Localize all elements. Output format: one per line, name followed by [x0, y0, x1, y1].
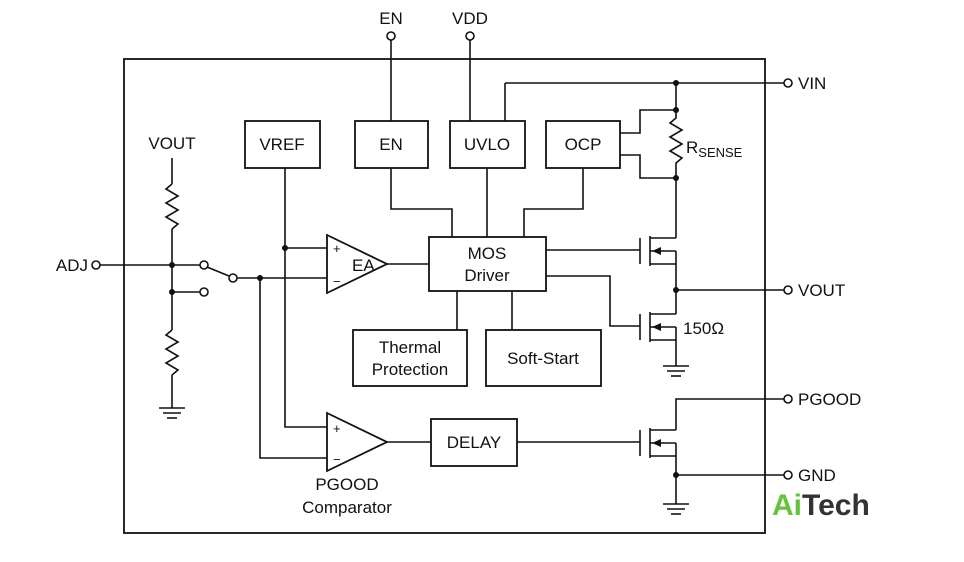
en-block-label: EN — [379, 135, 403, 154]
uvlo-block: UVLO — [449, 120, 526, 169]
delay-label: DELAY — [447, 433, 502, 452]
ocp-label: OCP — [565, 135, 602, 154]
comp-minus-sign: − — [333, 452, 341, 467]
ocp-sense-top-wire — [620, 109, 676, 134]
vin-pin-label: VIN — [798, 74, 826, 93]
error-amplifier: + − EA — [326, 233, 429, 295]
pgood-comparator: + − PGOOD Comparator — [302, 411, 431, 517]
rsense-label: RSENSE — [686, 138, 743, 160]
ground-symbol-discharge — [663, 365, 689, 377]
feedback-divider — [164, 158, 180, 408]
vout-right-label: VOUT — [798, 281, 845, 300]
vref-label: VREF — [259, 135, 304, 154]
comparator-label-line1: PGOOD — [315, 475, 378, 494]
vin-pin: VIN — [504, 74, 826, 121]
vdd-pin-label: VDD — [452, 9, 488, 28]
comparator-label-line2: Comparator — [302, 498, 392, 517]
ground-symbol-divider — [159, 407, 185, 419]
ea-minus-sign: − — [333, 274, 341, 289]
ea-plus-sign: + — [333, 241, 341, 256]
ocp-block: OCP — [545, 120, 621, 169]
vdd-pin: VDD — [452, 9, 488, 121]
ground-symbol-pgood — [663, 503, 689, 515]
aitech-watermark: AiTech — [772, 489, 870, 522]
vref-block: VREF — [244, 120, 321, 169]
pulldown-resistance-label: 150Ω — [683, 319, 724, 338]
mos-driver-line1: MOS — [468, 244, 507, 263]
thermal-line1: Thermal — [379, 338, 441, 357]
uvlo-label: UVLO — [464, 135, 510, 154]
en-pin: EN — [379, 9, 403, 121]
gnd-pin: GND — [676, 466, 836, 485]
vout-output-pin: VOUT — [673, 281, 845, 300]
pass-mosfet — [546, 178, 677, 290]
adj-label: ADJ — [56, 256, 88, 275]
en-to-driver-wire — [390, 168, 453, 237]
vref-to-comparator-wire — [284, 168, 327, 428]
feedback-to-comparator-wire — [259, 278, 327, 459]
mos-driver-block: MOS Driver — [428, 236, 547, 292]
en-block: EN — [354, 120, 429, 169]
delay-block: DELAY — [430, 418, 640, 467]
soft-start-label: Soft-Start — [507, 349, 579, 368]
rsense-resistor: RSENSE — [668, 83, 743, 181]
pgood-pin: PGOOD — [783, 390, 861, 409]
thermal-line2: Protection — [372, 360, 449, 379]
soft-start-block: Soft-Start — [485, 329, 602, 387]
en-pin-label: EN — [379, 9, 403, 28]
mos-driver-line2: Driver — [464, 266, 510, 285]
thermal-protection-block: Thermal Protection — [352, 329, 468, 387]
adj-pin: ADJ — [56, 256, 200, 275]
gnd-pin-label: GND — [798, 466, 836, 485]
ocp-to-driver-wire — [523, 168, 584, 237]
pgood-pin-label: PGOOD — [798, 390, 861, 409]
comp-plus-sign: + — [333, 421, 341, 436]
discharge-mosfet: 150Ω — [546, 275, 724, 366]
feedback-select-switch — [172, 260, 327, 297]
vout-divider-label: VOUT — [148, 134, 195, 153]
ea-label: EA — [352, 256, 375, 275]
ocp-sense-bottom-wire — [620, 154, 676, 179]
